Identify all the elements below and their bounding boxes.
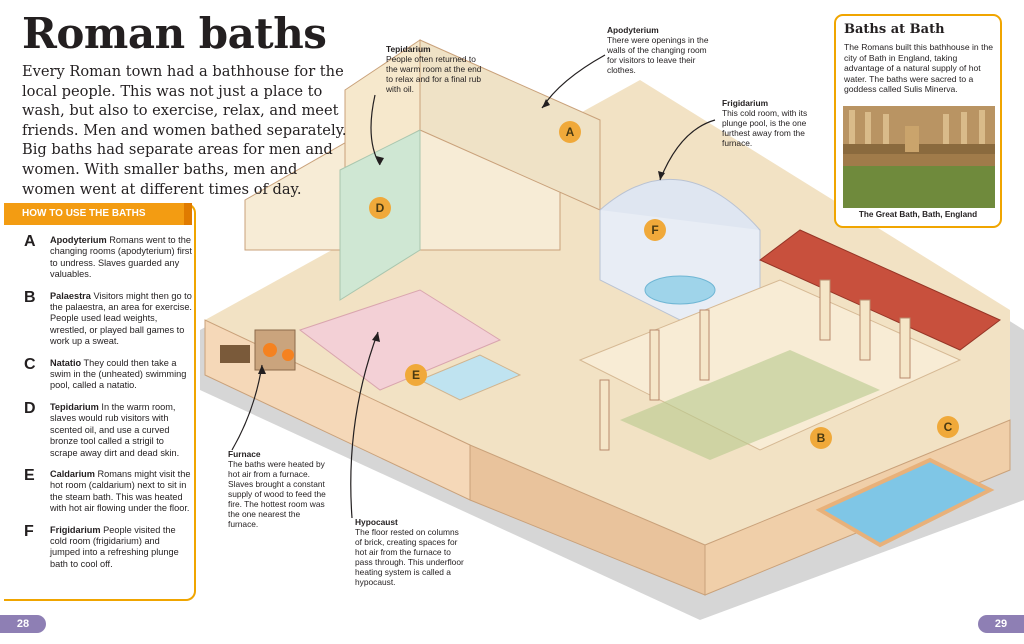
howto-steps: A Apodyterium Romans went to the changin… [24, 233, 192, 580]
callout-tepidarium: Tepidarium People often returned to the … [386, 44, 486, 94]
callout-hypocaust: Hypocaust The floor rested on columns of… [355, 517, 465, 587]
step-text: Romans went to the changing rooms (apody… [50, 235, 192, 280]
step-term: Palaestra [50, 290, 91, 301]
step-a: A Apodyterium Romans went to the changin… [24, 233, 192, 281]
callout-text: People often returned to the warm room a… [386, 54, 482, 94]
intro-paragraph: Every Roman town had a bathhouse for the… [22, 63, 347, 198]
callout-title: Frigidarium [722, 98, 769, 108]
callout-text: The baths were heated by hot air from a … [228, 459, 326, 529]
step-letter: E [24, 466, 35, 484]
callout-frigidarium: Frigidarium This cold room, with its plu… [722, 98, 808, 148]
step-letter: B [24, 288, 36, 306]
callout-apodyterium: Apodyterium There were openings in the w… [607, 25, 711, 75]
callout-title: Furnace [228, 449, 261, 459]
great-bath-photo [843, 106, 995, 208]
step-letter: D [24, 399, 36, 417]
step-text: They could then take a swim in the (unhe… [50, 357, 187, 391]
marker-e: E [405, 364, 427, 386]
step-term: Caldarium [50, 468, 95, 479]
step-text: Romans might visit the hot room (caldari… [50, 468, 191, 514]
step-text: In the warm room, slaves would rub visit… [50, 401, 180, 458]
marker-b: B [810, 427, 832, 449]
step-b: B Palaestra Visitors might then go to th… [24, 288, 192, 348]
step-f: F Frigidarium People visited the cold ro… [24, 522, 192, 571]
howto-panel: HOW TO USE THE BATHS A Apodyterium Roman… [4, 203, 196, 601]
step-term: Apodyterium [50, 235, 107, 245]
step-e: E Caldarium Romans might visit the hot r… [24, 466, 192, 515]
page-number-right: 29 [978, 615, 1024, 633]
bathbox-title: Baths at Bath [844, 22, 945, 37]
callout-text: This cold room, with its plunge pool, is… [722, 108, 808, 148]
callout-text: There were openings in the walls of the … [607, 35, 709, 75]
callout-title: Tepidarium [386, 44, 431, 54]
marker-d: D [369, 197, 391, 219]
step-term: Frigidarium [50, 524, 101, 535]
step-term: Natatio [50, 357, 82, 368]
callout-title: Hypocaust [355, 517, 398, 527]
marker-f: F [644, 219, 666, 241]
baths-at-bath-box: Baths at Bath The Romans built this bath… [834, 14, 1002, 228]
callout-text: The floor rested on columns of brick, cr… [355, 527, 464, 587]
page-number-left: 28 [0, 615, 46, 633]
bathbox-caption: The Great Bath, Bath, England [858, 210, 978, 219]
howto-header: HOW TO USE THE BATHS [4, 203, 192, 225]
step-letter: C [24, 355, 36, 373]
step-c: C Natatio They could then take a swim in… [24, 355, 192, 392]
step-letter: F [24, 522, 34, 540]
bathbox-text: The Romans built this bathhouse in the c… [844, 42, 994, 95]
step-term: Tepidarium [50, 401, 99, 412]
step-letter: A [24, 233, 36, 250]
callout-title: Apodyterium [607, 25, 659, 35]
step-text: Visitors might then go to the palaestra,… [50, 290, 192, 347]
step-d: D Tepidarium In the warm room, slaves wo… [24, 399, 192, 459]
page-title: Roman baths [22, 9, 327, 58]
marker-a: A [559, 121, 581, 143]
callout-furnace: Furnace The baths were heated by hot air… [228, 449, 332, 529]
step-text: People visited the cold room (frigidariu… [50, 524, 179, 569]
marker-c: C [937, 416, 959, 438]
